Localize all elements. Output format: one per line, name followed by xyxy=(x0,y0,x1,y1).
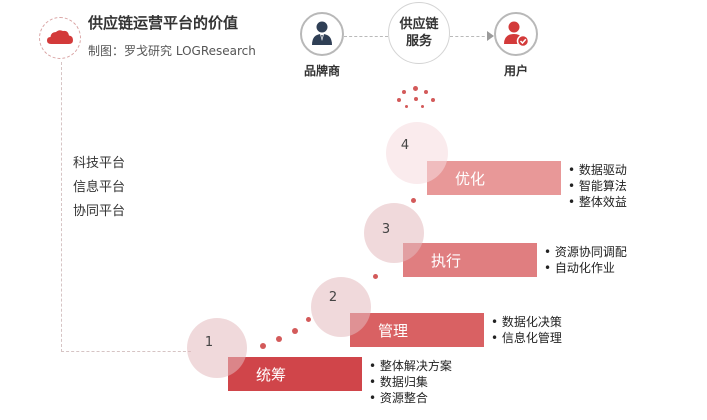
step-2-bullets: • 数据化决策 • 信息化管理 xyxy=(491,314,562,346)
logo-badge xyxy=(39,17,81,59)
step-3-circle: 3 xyxy=(364,203,424,263)
brand-circle xyxy=(300,12,344,56)
user-check-icon xyxy=(504,21,530,48)
flow-connector-right xyxy=(450,36,490,37)
step-3-bullets: • 资源协同调配 • 自动化作业 xyxy=(544,244,627,276)
step-2-bullet: • 数据化决策 xyxy=(491,315,562,329)
business-person-icon xyxy=(312,21,332,45)
step-4-bar: 优化 xyxy=(427,161,561,195)
dashed-horizontal-line xyxy=(61,351,191,352)
step-2-number: 2 xyxy=(328,289,338,305)
step-2-circle: 2 xyxy=(311,277,371,337)
step-4-bullet: • 数据驱动 xyxy=(568,163,627,177)
user-label: 用户 xyxy=(503,64,528,78)
brand-label: 品牌商 xyxy=(303,64,340,78)
step-4-circle: 4 xyxy=(386,122,448,184)
step-1-circle: 1 xyxy=(187,318,247,378)
step-1-bullets: • 整体解决方案 • 数据归集 • 资源整合 xyxy=(369,358,452,406)
step-3-number: 3 xyxy=(381,221,391,237)
user-circle xyxy=(494,12,538,56)
credit-text: 制图：罗戈研究 LOGResearch xyxy=(88,44,256,58)
step-1-bullet: • 资源整合 xyxy=(369,391,428,405)
step-1-bar: 统筹 xyxy=(228,357,362,391)
step-3-bullet: • 自动化作业 xyxy=(544,261,615,275)
step-4-bullet: • 智能算法 xyxy=(568,179,627,193)
step-1-bullet: • 数据归集 xyxy=(369,375,428,389)
step-4-bullets: • 数据驱动 • 智能算法 • 整体效益 xyxy=(568,162,627,210)
step-3-bar: 执行 xyxy=(403,243,537,277)
service-circle: 供应链 服务 xyxy=(388,2,450,64)
dashed-vertical-line xyxy=(61,62,62,352)
service-label-line1: 供应链 xyxy=(399,17,439,32)
service-label-line2: 服务 xyxy=(405,34,432,49)
step-4-number: 4 xyxy=(400,137,410,153)
step-2-bar: 管理 xyxy=(350,313,484,347)
step-3-bullet: • 资源协同调配 xyxy=(544,245,627,259)
step-1-number: 1 xyxy=(204,334,214,350)
cloud-icon xyxy=(46,29,73,44)
page-title: 供应链运营平台的价值 xyxy=(88,14,239,32)
platform-tech: 科技平台 xyxy=(73,156,126,171)
flow-arrow-icon xyxy=(487,31,494,41)
step-1-bullet: • 整体解决方案 xyxy=(369,359,452,373)
platform-info: 信息平台 xyxy=(73,180,126,195)
step-4-bullet: • 整体效益 xyxy=(568,195,627,209)
platform-collab: 协同平台 xyxy=(73,204,126,219)
flow-connector-left xyxy=(344,36,388,37)
step-2-bullet: • 信息化管理 xyxy=(491,331,562,345)
